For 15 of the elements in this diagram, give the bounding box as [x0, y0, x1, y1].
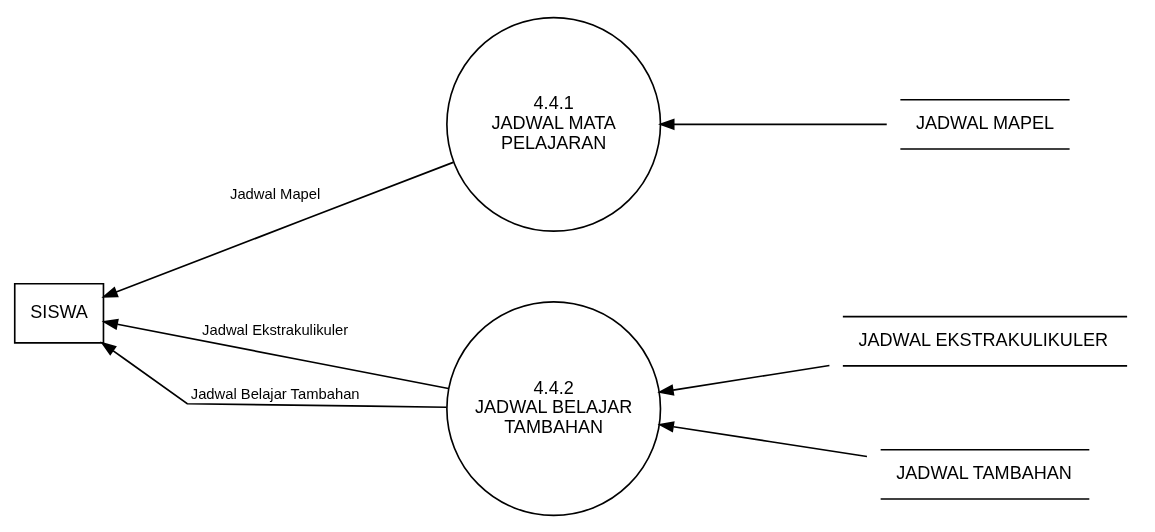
arrow: [657, 420, 868, 457]
node-text: JADWAL MAPEL: [915, 112, 1055, 133]
node-text: JADWAL TAMBAHAN: [896, 462, 1072, 483]
arrow: [100, 340, 448, 408]
node-text: JADWAL EKSTRAKULIKULER: [858, 329, 1109, 350]
arrow: [658, 118, 888, 130]
arrow: [101, 161, 454, 298]
edge-label: Jadwal Mapel: [230, 185, 321, 202]
edge-label: Jadwal Belajar Tambahan: [190, 385, 360, 402]
arrow: [101, 318, 450, 389]
arrow: [657, 364, 831, 396]
node-box: SISWA: [13, 282, 105, 344]
node-circle: 4.4.1 JADWAL MATA PELAJARAN: [446, 16, 662, 232]
edge-label: Jadwal Ekstrakulikuler: [202, 321, 349, 338]
node-circle: 4.4.2 JADWAL BELAJAR TAMBAHAN: [446, 300, 662, 516]
